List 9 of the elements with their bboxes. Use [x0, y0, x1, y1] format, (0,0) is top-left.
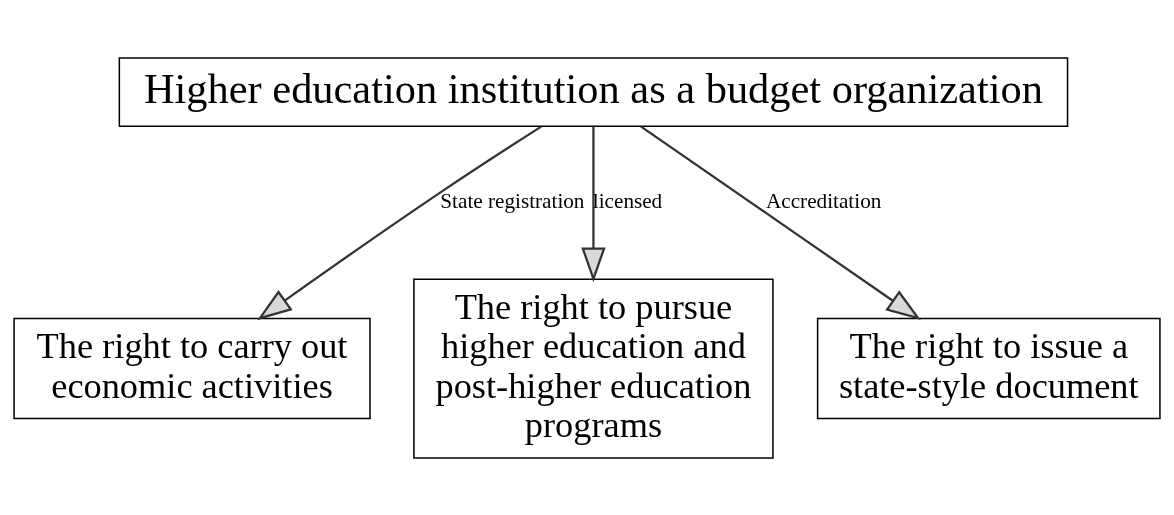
- edge-label: State registration: [440, 188, 585, 213]
- arrow: [640, 124, 921, 320]
- node-box: Higher education institution as a budget organization: [118, 56, 1069, 127]
- edge-label: Accreditation: [766, 188, 882, 213]
- arrow: [257, 125, 542, 320]
- node-box: The right to carry out economic activities: [13, 317, 371, 419]
- arrow: [581, 126, 606, 282]
- node-box: The right to pursue higher education and post-higher education programs: [413, 277, 774, 459]
- node-box: The right to issue a state-style document: [816, 317, 1161, 419]
